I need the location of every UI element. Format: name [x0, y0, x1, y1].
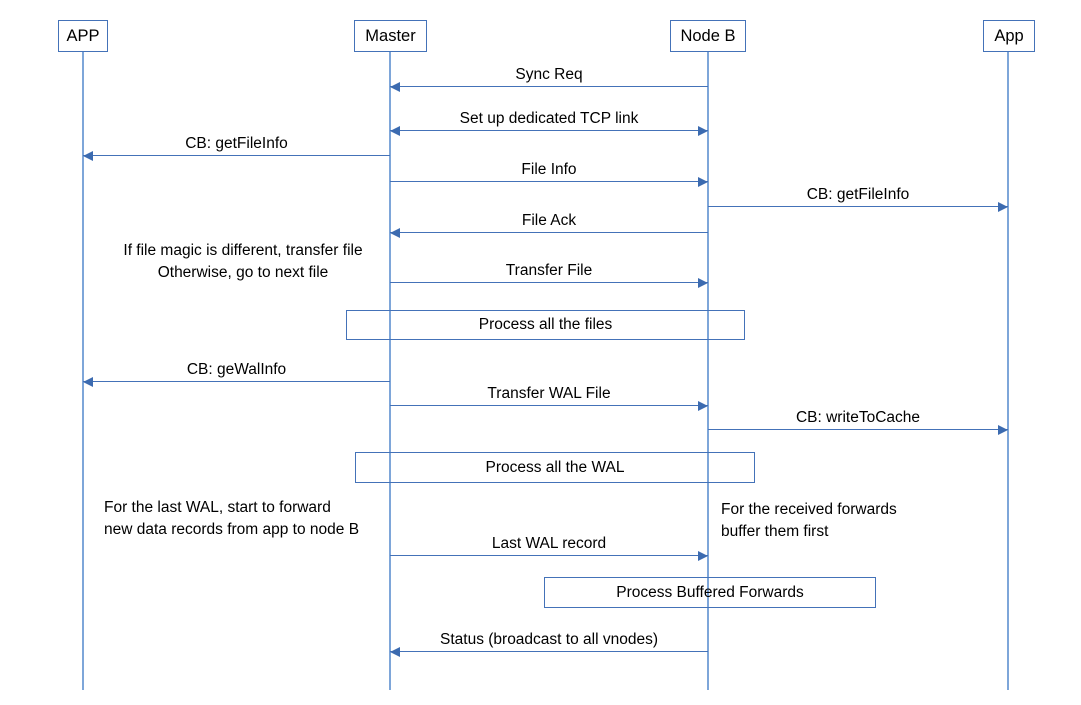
message-label-transfer-wal: Transfer WAL File: [487, 385, 611, 402]
arrow-head-right-tcp-link: [698, 126, 708, 136]
arrow-head-right-cb-writetocache: [998, 425, 1008, 435]
message-label-last-wal-record: Last WAL record: [491, 535, 607, 552]
arrow-head-right-cb-getfileinfo-right: [998, 202, 1008, 212]
note-received-forwards: For the received forwards buffer them fi…: [721, 501, 897, 541]
arrow-head-right-file-info: [698, 177, 708, 187]
arrow-head-left-tcp-link: [390, 126, 400, 136]
message-line-tcp-link: [390, 130, 708, 132]
message-label-cb-getfileinfo-left: CB: getFileInfo: [185, 135, 288, 152]
message-line-file-ack: [390, 232, 708, 234]
note-last-wal-forward: For the last WAL, start to forward new d…: [104, 499, 360, 539]
arrow-head-left-status: [390, 647, 400, 657]
lifeline-app-right: [1007, 52, 1009, 690]
process-box-process-buffered-forwards[interactable]: Process Buffered Forwards: [544, 577, 876, 608]
message-label-cb-gewalinfo: CB: geWalInfo: [186, 361, 287, 378]
arrow-head-left-file-ack: [390, 228, 400, 238]
message-label-file-info: File Info: [521, 161, 577, 178]
message-label-sync-req: Sync Req: [515, 66, 583, 83]
arrow-head-left-cb-getfileinfo-left: [83, 151, 93, 161]
message-line-transfer-wal: [390, 405, 708, 407]
message-label-status: Status (broadcast to all vnodes): [440, 631, 658, 648]
message-line-status: [390, 651, 708, 653]
arrow-head-right-last-wal-record: [698, 551, 708, 561]
message-line-transfer-file: [390, 282, 708, 284]
message-line-sync-req: [390, 86, 708, 88]
participant-box-master[interactable]: Master: [354, 20, 427, 52]
lifeline-master: [389, 52, 391, 690]
participant-box-app-right[interactable]: App: [983, 20, 1035, 52]
message-line-cb-getfileinfo-left: [83, 155, 390, 157]
arrow-head-right-transfer-file: [698, 278, 708, 288]
message-label-cb-writetocache: CB: writeToCache: [795, 409, 921, 426]
message-line-cb-getfileinfo-right: [708, 206, 1008, 208]
arrow-head-left-cb-gewalinfo: [83, 377, 93, 387]
lifeline-app-left: [82, 52, 84, 690]
participant-box-app-left[interactable]: APP: [58, 20, 108, 52]
process-box-process-all-files[interactable]: Process all the files: [346, 310, 745, 340]
note-file-magic: If file magic is different, transfer fil…: [123, 242, 363, 282]
message-line-last-wal-record: [390, 555, 708, 557]
message-label-tcp-link: Set up dedicated TCP link: [459, 110, 639, 127]
arrow-head-right-transfer-wal: [698, 401, 708, 411]
message-label-file-ack: File Ack: [521, 212, 577, 229]
participant-box-node-b[interactable]: Node B: [670, 20, 746, 52]
lifeline-node-b: [707, 52, 709, 690]
message-line-cb-gewalinfo: [83, 381, 390, 383]
message-line-cb-writetocache: [708, 429, 1008, 431]
message-label-cb-getfileinfo-right: CB: getFileInfo: [806, 186, 910, 203]
process-box-process-all-wal[interactable]: Process all the WAL: [355, 452, 755, 483]
message-line-file-info: [390, 181, 708, 183]
arrow-head-left-sync-req: [390, 82, 400, 92]
message-label-transfer-file: Transfer File: [505, 262, 593, 279]
